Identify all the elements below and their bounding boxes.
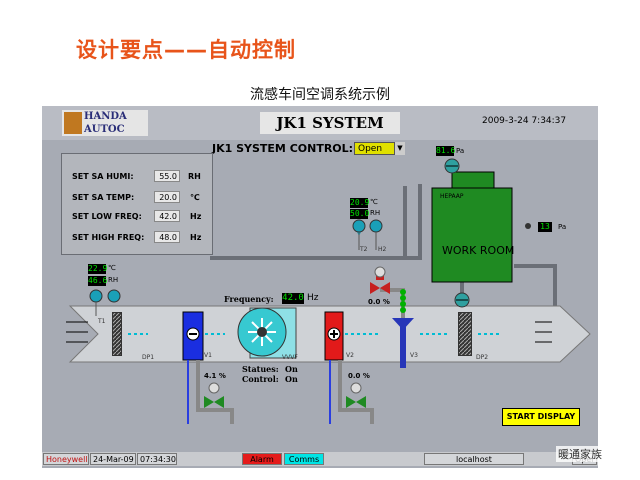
setpoint-unit-temp: ℃: [190, 193, 200, 202]
work-room-label: WORK ROOM: [442, 244, 515, 257]
label-v1: V1: [204, 352, 212, 359]
setpoint-value-high-freq[interactable]: 48.0: [154, 231, 180, 243]
system-datetime: 2009-3-24 7:34:37: [482, 116, 567, 126]
setpoint-label-temp: SET SA TEMP:: [72, 193, 135, 202]
label-v2: V2: [346, 352, 354, 359]
logo-line1: HANDA: [84, 111, 127, 122]
work-room: [431, 187, 513, 283]
chevron-down-icon[interactable]: ▼: [394, 142, 405, 155]
inlet-humi-unit: RH: [108, 276, 119, 284]
status-time: 07:34:30: [137, 453, 177, 465]
setpoint-value-low-freq[interactable]: 42.0: [154, 210, 180, 222]
inlet-temp-unit: ℃: [108, 264, 116, 272]
label-h2: H2: [378, 246, 387, 253]
label-t1: T1: [98, 318, 106, 325]
label-vvvf: VVVF: [282, 354, 298, 361]
setpoint-unit-high-freq: Hz: [190, 233, 202, 242]
pressure-top-display: 81.6: [436, 146, 456, 156]
setpoint-label-low-freq: SET LOW FREQ:: [72, 212, 142, 221]
logo-line2: AUTOC: [84, 124, 125, 135]
setpoint-panel: [61, 153, 213, 255]
inlet-arrows: [66, 321, 88, 343]
cooling-valve-pct: 4.1 %: [204, 372, 226, 380]
status-date: 24-Mar-09: [90, 453, 136, 465]
room-temp-display: 20.9: [350, 198, 370, 208]
setpoint-label-high-freq: SET HIGH FREQ:: [72, 233, 145, 242]
status-host: localhost: [424, 453, 524, 465]
slide-subtitle: 流感车间空调系统示例: [250, 87, 390, 103]
inlet-sensor-icons: [89, 289, 121, 316]
label-hepa: HEPAAP: [440, 193, 464, 200]
pressure-top-unit: Pa: [456, 147, 465, 155]
system-title: JK1 SYSTEM: [260, 112, 400, 134]
system-control-label: JK1 SYSTEM CONTROL:: [212, 142, 354, 155]
fan-frequency-unit: Hz: [307, 293, 319, 303]
room-sensor-icons: [352, 219, 383, 250]
setpoint-value-temp[interactable]: 20.0: [154, 191, 180, 203]
room-humi-display: 50.0: [350, 209, 370, 219]
cooling-valve-icon[interactable]: [204, 382, 224, 408]
room-temp-unit: ℃: [370, 198, 378, 206]
inlet-humi-display: 46.6: [88, 276, 108, 286]
status-brand: Honeywell: [43, 453, 89, 465]
label-v3: V3: [410, 352, 418, 359]
fan-status-value: On: [285, 364, 298, 374]
heating-valve-icon[interactable]: [346, 382, 366, 408]
fan-frequency-display: 42.0: [282, 293, 304, 304]
label-t2: T2: [360, 246, 368, 253]
pressure-room-display: 13: [538, 222, 552, 232]
outlet-arrows: [535, 321, 552, 343]
setpoint-value-humi[interactable]: 55.0: [154, 170, 180, 182]
damper-icon: [444, 158, 470, 308]
humidifier-valve-pct: 0.0 %: [368, 298, 390, 306]
slide-title: 设计要点——自动控制: [76, 38, 296, 62]
fan-control-label: Control:: [242, 374, 279, 384]
setpoint-unit-humi: RH: [188, 172, 201, 181]
start-display-button[interactable]: START DISPLAY: [502, 408, 580, 426]
logo-text: HANDA AUTOC: [84, 110, 127, 136]
label-dp2: DP2: [476, 354, 489, 361]
fan-frequency-label: Frequency:: [224, 294, 274, 304]
humidifier-valve-icon[interactable]: [370, 282, 380, 294]
steam-pipe: [400, 289, 406, 313]
comms-button[interactable]: Comms: [284, 453, 324, 465]
inlet-temp-display: 22.9: [88, 264, 108, 274]
label-dp1: DP1: [142, 354, 155, 361]
humidifier: [400, 318, 406, 368]
setpoint-label-humi: SET SA HUMI:: [72, 172, 134, 181]
watermark: 暖通家族: [556, 446, 604, 462]
setpoint-unit-low-freq: Hz: [190, 212, 202, 221]
room-humi-unit: RH: [370, 209, 381, 217]
heating-valve-pct: 0.0 %: [348, 372, 370, 380]
fan-control-value: On: [285, 374, 298, 384]
pressure-room-unit: Pa: [558, 223, 567, 231]
system-control-select[interactable]: Open: [354, 142, 404, 155]
logo-badge-icon: [64, 112, 82, 134]
alarm-button[interactable]: Alarm: [242, 453, 282, 465]
fan-status-label: Statues:: [242, 364, 279, 374]
